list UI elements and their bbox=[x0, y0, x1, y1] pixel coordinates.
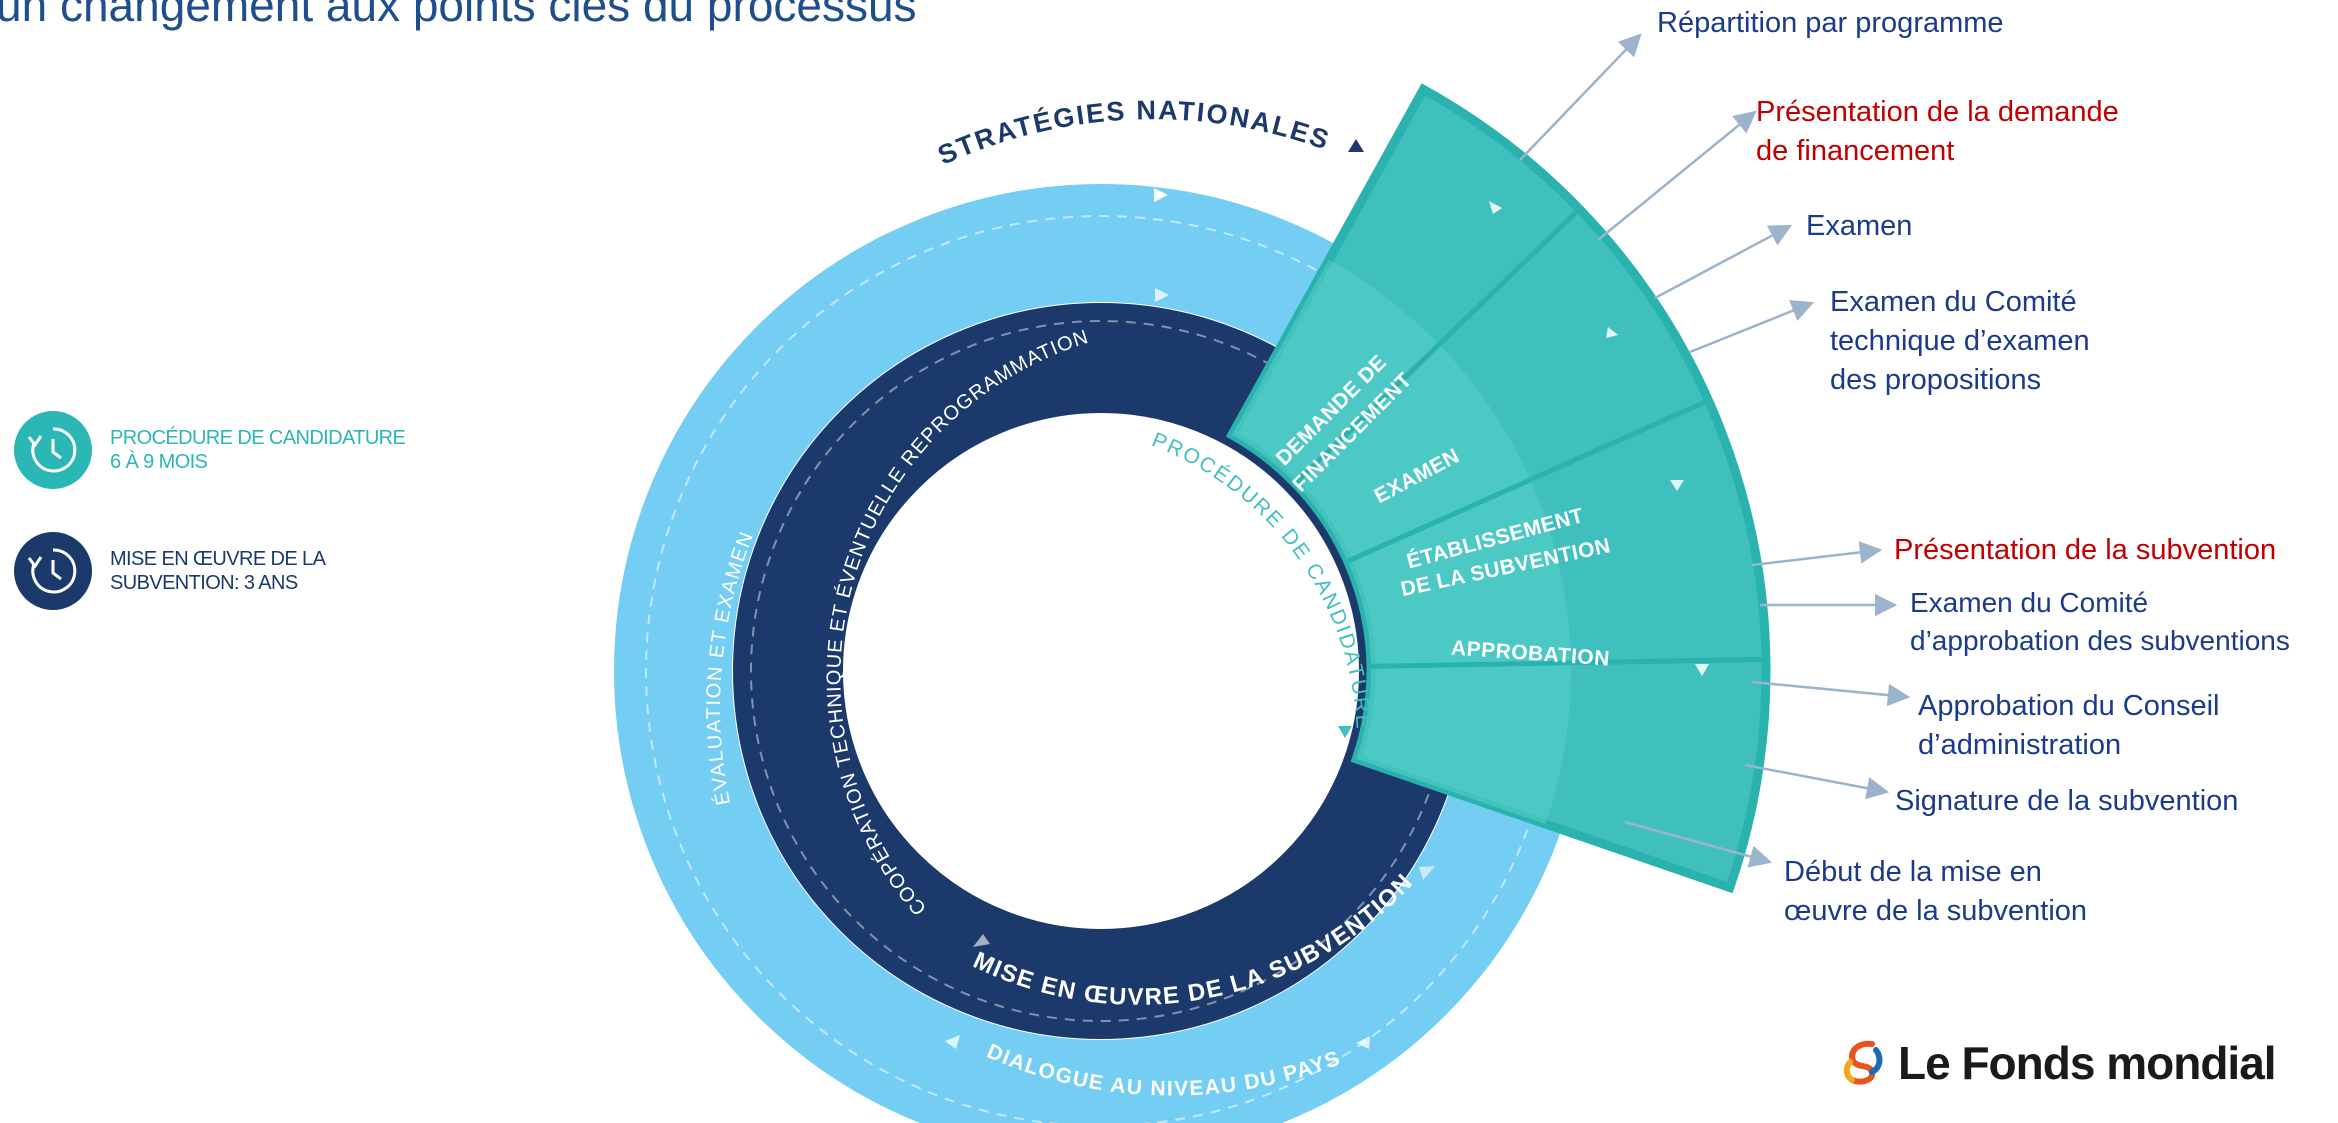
inner-arrow-icon bbox=[1338, 726, 1352, 738]
ring-arrow-icon bbox=[1348, 139, 1364, 152]
clock-icon bbox=[14, 411, 92, 489]
callout-line: Présentation de la demande bbox=[1756, 96, 2119, 128]
callout-funding-request: Présentation de la demande de financemen… bbox=[1756, 93, 2119, 171]
ring-arrow-icon bbox=[973, 934, 990, 947]
legend-label: MISE EN ŒUVRE DE LA bbox=[110, 548, 326, 570]
segment-arrow-icon bbox=[1606, 327, 1618, 338]
callout-program-allocation: Répartition par programme bbox=[1657, 4, 2004, 43]
callout-line: d’administration bbox=[1918, 729, 2122, 761]
ring-arrow-icon bbox=[1419, 866, 1435, 880]
callout-line: d’approbation des subventions bbox=[1910, 625, 2290, 656]
callout-line: Examen bbox=[1806, 210, 1913, 242]
logo-text: Le Fonds mondial bbox=[1898, 1037, 2277, 1089]
callout-review: Examen bbox=[1806, 207, 1912, 246]
segment-arrow-icon bbox=[1489, 201, 1502, 214]
callout-line: œuvre de la subvention bbox=[1784, 895, 2088, 927]
callout-gac-review: Examen du Comité d’approbation des subve… bbox=[1910, 584, 2290, 660]
global-fund-logo-icon bbox=[1843, 1040, 1883, 1085]
callout-line: Examen du Comité bbox=[1910, 587, 2149, 618]
segment-arrow-icon bbox=[1670, 480, 1684, 491]
legend-label: 6 À 9 MOIS bbox=[110, 451, 208, 473]
svg-text:STRATÉGIES NATIONALES: STRATÉGIES NATIONALES bbox=[933, 95, 1334, 171]
ring-arrow-icon bbox=[1356, 1036, 1370, 1049]
callout-implementation-start: Début de la mise en œuvre de la subventi… bbox=[1784, 853, 2087, 931]
callout-line: de financement bbox=[1756, 135, 1955, 167]
page-title: un changement aux points clés du process… bbox=[0, 0, 917, 31]
legend-grant-implementation: MISE EN ŒUVRE DE LA SUBVENTION: 3 ANS bbox=[14, 532, 326, 610]
callout-line: Examen du Comité bbox=[1830, 286, 2077, 318]
ring-arrow-icon bbox=[1154, 188, 1168, 202]
callout-board-approval: Approbation du Conseil d’administration bbox=[1918, 687, 2219, 765]
callout-line: Approbation du Conseil bbox=[1918, 690, 2220, 722]
callout-line: technique d’examen bbox=[1830, 325, 2090, 357]
global-fund-logo: Le Fonds mondial bbox=[1842, 1036, 2277, 1090]
clock-icon bbox=[14, 532, 92, 610]
callout-line: Présentation de la subvention bbox=[1894, 534, 2277, 566]
application-procedure-wedge bbox=[1225, 83, 1771, 894]
ring-arrow-icon bbox=[945, 1035, 960, 1049]
callout-line: Début de la mise en bbox=[1784, 856, 2042, 888]
callout-grant-submission: Présentation de la subvention bbox=[1894, 531, 2276, 570]
callout-line: des propositions bbox=[1830, 364, 2042, 396]
callout-arrows bbox=[1519, 33, 1911, 868]
ring-label-outer-top: STRATÉGIES NATIONALES bbox=[933, 95, 1332, 171]
legend-label: PROCÉDURE DE CANDIDATURE bbox=[110, 427, 406, 449]
callout-trp-review: Examen du Comité technique d’examen des … bbox=[1830, 283, 2090, 400]
callout-line: Signature de la subvention bbox=[1895, 785, 2239, 817]
segment-arrow-icon bbox=[1695, 664, 1709, 676]
legend-label: SUBVENTION: 3 ANS bbox=[110, 572, 298, 594]
ring-arrow-icon bbox=[1155, 288, 1169, 302]
callout-line: Répartition par programme bbox=[1657, 7, 2004, 39]
callout-grant-signature: Signature de la subvention bbox=[1895, 782, 2238, 821]
legend-application-procedure: PROCÉDURE DE CANDIDATURE 6 À 9 MOIS bbox=[14, 411, 406, 489]
